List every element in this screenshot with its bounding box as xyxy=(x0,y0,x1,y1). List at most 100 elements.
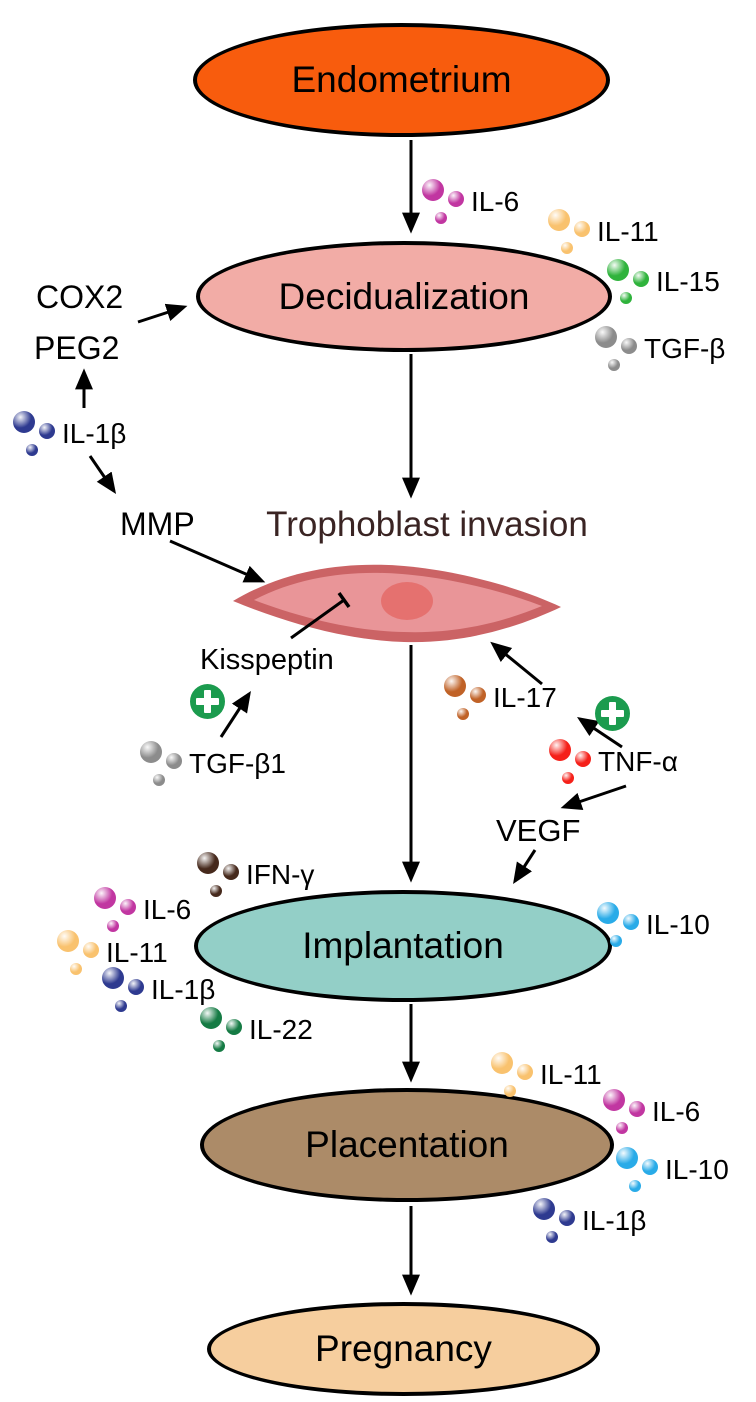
cytokine-dot xyxy=(226,1018,242,1035)
molecule-label: IL-10 xyxy=(665,1154,729,1185)
cytokine-dot xyxy=(57,929,79,952)
molecule-label: IL-6 xyxy=(471,186,520,217)
cytokine-dot xyxy=(562,771,574,784)
molecule-label: TGF-β xyxy=(644,333,726,364)
molecule-label: TGF-β1 xyxy=(189,748,286,779)
molecule-label: IL-11 xyxy=(597,216,659,247)
arrow-tnfa-to-vegf xyxy=(560,784,627,810)
cytokine-dot xyxy=(517,1063,533,1080)
cytokine-dot xyxy=(115,999,127,1012)
cytokine-dot xyxy=(197,851,219,874)
cytokine-dot xyxy=(166,752,182,769)
molecule-il1b-left: IL-1β xyxy=(13,410,126,458)
dot-cluster xyxy=(200,1006,244,1054)
dot-cluster xyxy=(616,1146,660,1194)
cytokine-dot xyxy=(616,1121,628,1134)
endometrium-label: Endometrium xyxy=(291,59,512,100)
dot-cluster xyxy=(549,738,593,786)
dot-cluster xyxy=(603,1088,647,1136)
cytokine-dot xyxy=(213,1039,225,1052)
dot-cluster xyxy=(94,886,138,934)
arrow-mmp-to-cell xyxy=(169,539,266,583)
cytokine-dot xyxy=(504,1084,516,1097)
molecule-ifng: IFN-γ xyxy=(197,851,314,899)
molecule-il11-placentation: IL-11 xyxy=(491,1051,602,1099)
arrow-tgfb1-to-kisspeptin xyxy=(219,690,251,738)
cytokine-dot xyxy=(83,941,99,958)
cytokine-dot xyxy=(561,241,573,254)
dot-cluster xyxy=(607,258,651,306)
molecule-il6-top: IL-6 xyxy=(422,178,519,226)
cytokine-dot xyxy=(595,325,617,348)
implantation-label: Implantation xyxy=(302,925,504,966)
cytokine-dot xyxy=(140,740,162,763)
cytokine-dot xyxy=(629,1179,641,1192)
pregnancy-label: Pregnancy xyxy=(315,1328,492,1369)
dot-cluster xyxy=(491,1051,535,1099)
cytokine-dot xyxy=(435,211,447,224)
arrow-vegf-to-implantation xyxy=(513,849,537,885)
arrow-il1b-to-mmp xyxy=(88,455,117,494)
annotation-kisspeptin: Kisspeptin xyxy=(200,644,334,676)
molecule-label: TNF-α xyxy=(598,746,678,777)
molecule-label: IL-1β xyxy=(582,1205,647,1236)
molecule-label: IL-11 xyxy=(106,937,168,968)
annotation-mmp: MMP xyxy=(120,506,195,542)
stimulation-plus-icon xyxy=(190,684,225,719)
cytokine-dot xyxy=(210,884,222,897)
cytokine-dot xyxy=(575,750,591,767)
molecule-il22: IL-22 xyxy=(200,1006,313,1054)
stage-endometrium: Endometrium xyxy=(193,23,610,137)
cytokine-dot xyxy=(610,934,622,947)
molecule-tgfb-decidualization: TGF-β xyxy=(595,325,725,373)
cell-outer xyxy=(233,564,561,643)
dot-cluster xyxy=(197,851,241,899)
inhibition-tbar-kisspeptin xyxy=(337,591,351,609)
molecule-tgfb1: TGF-β1 xyxy=(140,740,286,788)
dot-cluster xyxy=(140,740,184,788)
molecule-label: IL-17 xyxy=(493,682,557,713)
molecule-il15: IL-15 xyxy=(607,258,720,306)
cytokine-dot xyxy=(200,1006,222,1029)
cytokine-dot xyxy=(457,707,469,720)
molecule-label: IL-1β xyxy=(62,418,127,449)
cytokine-dot xyxy=(548,208,570,231)
placentation-label: Placentation xyxy=(305,1124,509,1165)
cytokine-dot xyxy=(549,738,571,761)
dot-cluster xyxy=(102,966,146,1014)
cytokine-dot xyxy=(470,686,486,703)
cytokine-dot xyxy=(39,422,55,439)
molecule-il10-implantation: IL-10 xyxy=(597,901,710,949)
molecule-label: IL-10 xyxy=(646,909,710,940)
dot-cluster xyxy=(597,901,641,949)
molecule-tnfa: TNF-α xyxy=(549,738,678,786)
molecule-il10-placentation: IL-10 xyxy=(616,1146,729,1194)
cytokine-dot xyxy=(491,1051,513,1074)
cytokine-dot xyxy=(223,863,239,880)
cytokine-dot xyxy=(559,1209,575,1226)
cytokine-dot xyxy=(120,898,136,915)
stage-decidualization: Decidualization xyxy=(196,241,612,352)
cytokine-dot xyxy=(608,358,620,371)
cytokine-dot xyxy=(642,1158,658,1175)
inhibition-line-kisspeptin xyxy=(290,598,345,640)
cytokine-dot xyxy=(616,1146,638,1169)
cytokine-dot xyxy=(533,1197,555,1220)
dot-cluster xyxy=(57,929,101,977)
cytokine-dot xyxy=(94,886,116,909)
dot-cluster xyxy=(444,674,488,722)
cytokine-dot xyxy=(623,913,639,930)
molecule-label: IL-22 xyxy=(249,1014,313,1045)
annotation-cox2: COX2 xyxy=(36,279,124,315)
trophoblast-invasion-title: Trophoblast invasion xyxy=(266,505,588,544)
cytokine-dot xyxy=(26,443,38,456)
cytokine-dot xyxy=(13,410,35,433)
cytokine-dot xyxy=(444,674,466,697)
cytokine-dot xyxy=(621,337,637,354)
cytokine-dot xyxy=(633,270,649,287)
annotation-vegf: VEGF xyxy=(496,813,581,848)
cytokine-dot xyxy=(422,178,444,201)
stage-placentation: Placentation xyxy=(200,1088,614,1202)
cytokine-dot xyxy=(153,773,165,786)
